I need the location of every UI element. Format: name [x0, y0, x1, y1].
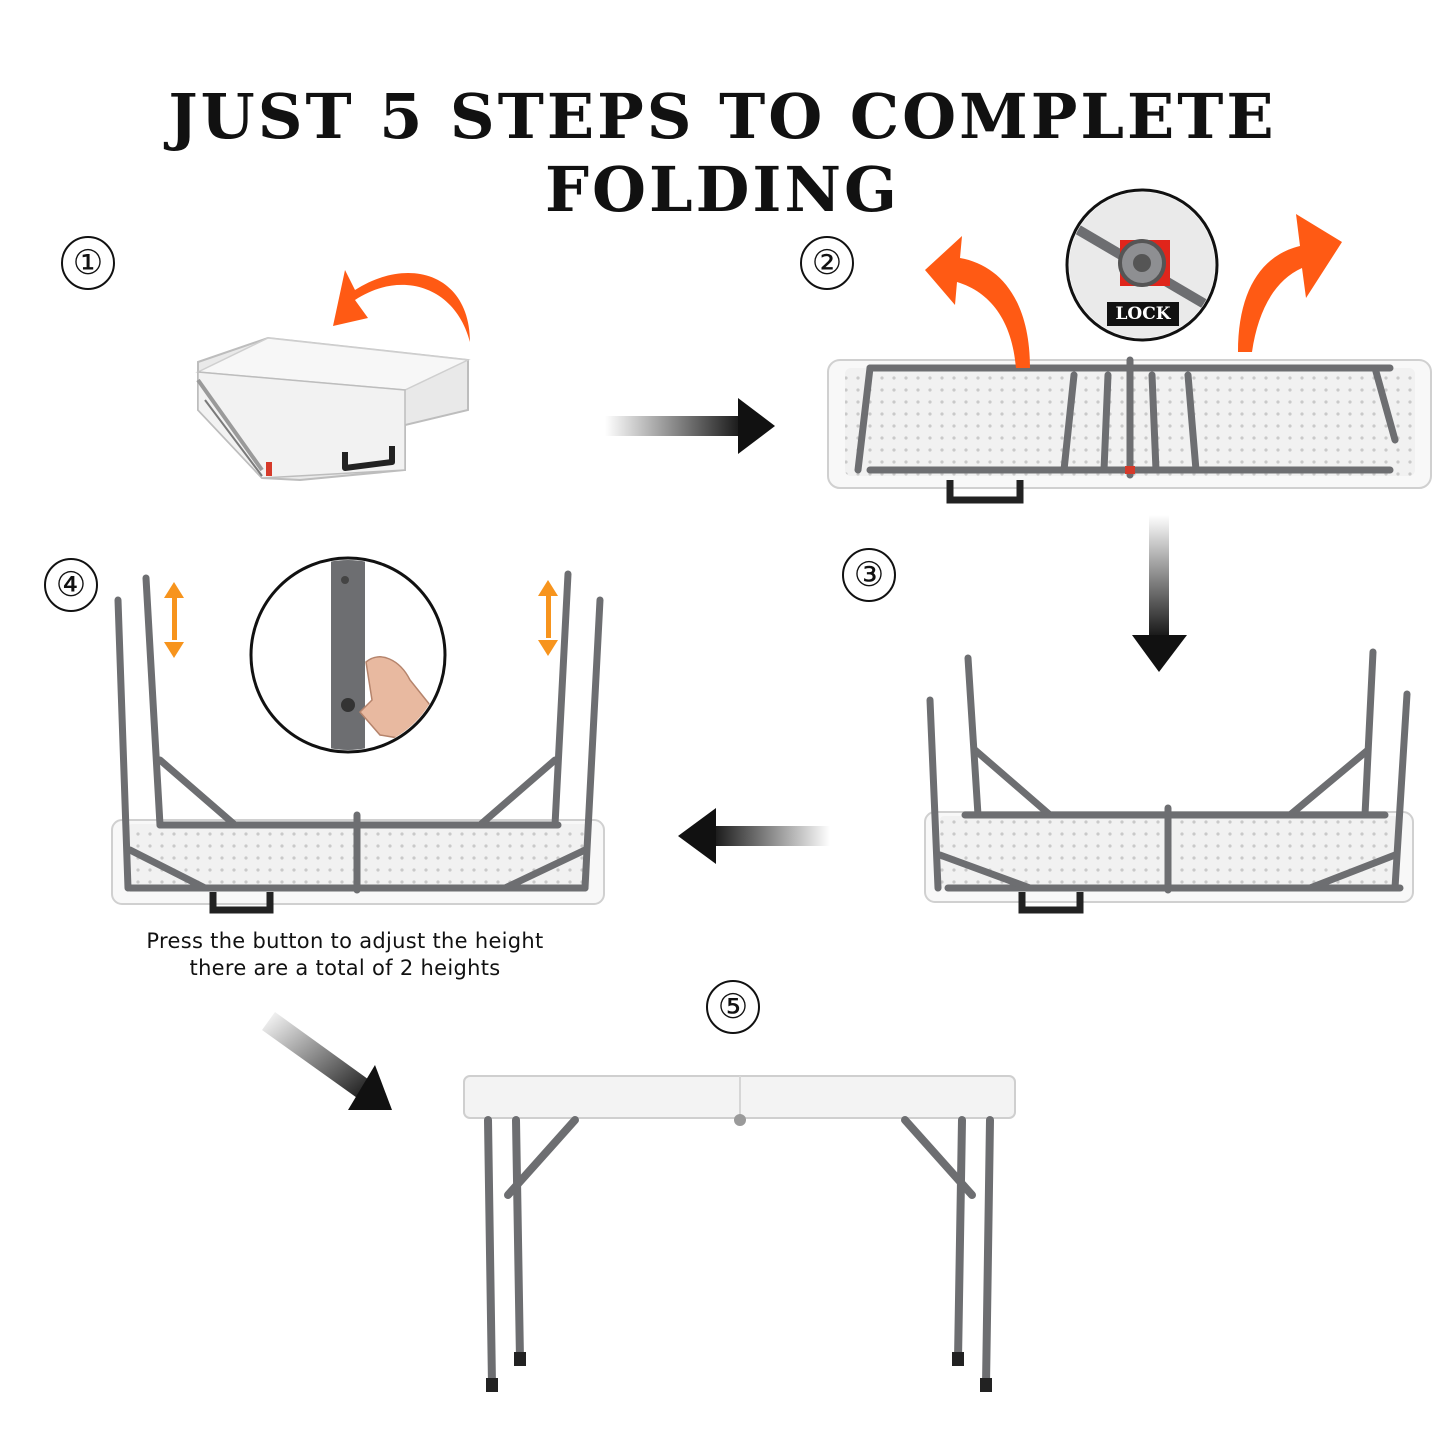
step-5-standing-table [463, 1075, 1016, 1392]
double-arrow-icon [538, 580, 558, 656]
caption-line-1: Press the button to adjust the height [146, 929, 544, 953]
curved-arrow-icon [1238, 214, 1342, 352]
down-arrow-icon [1132, 515, 1187, 672]
caption-line-2: there are a total of 2 heights [189, 956, 501, 980]
step-2-number: ② [800, 236, 854, 290]
double-arrow-icon [164, 582, 184, 658]
curved-arrow-icon [925, 236, 1030, 368]
step-4-adjust-height [111, 570, 605, 914]
step-3-number: ③ [842, 548, 896, 602]
step-4-number: ④ [44, 558, 98, 612]
step-2-open-table [827, 356, 1432, 504]
diagonal-arrow-icon [262, 1012, 392, 1110]
step-3-legs-unfolded [924, 648, 1414, 914]
step-5-number: ⑤ [706, 980, 760, 1034]
height-button-inset [249, 556, 447, 754]
left-arrow-icon [678, 808, 830, 864]
right-arrow-icon [605, 398, 775, 454]
lock-label: LOCK [1107, 302, 1179, 326]
curved-arrow-icon [333, 270, 470, 342]
page-title: JUST 5 STEPS TO COMPLETE FOLDING [168, 80, 1277, 226]
step-1-folded-table [195, 336, 471, 482]
step-1-number: ① [61, 236, 115, 290]
height-caption: Press the button to adjust the height th… [100, 928, 590, 982]
